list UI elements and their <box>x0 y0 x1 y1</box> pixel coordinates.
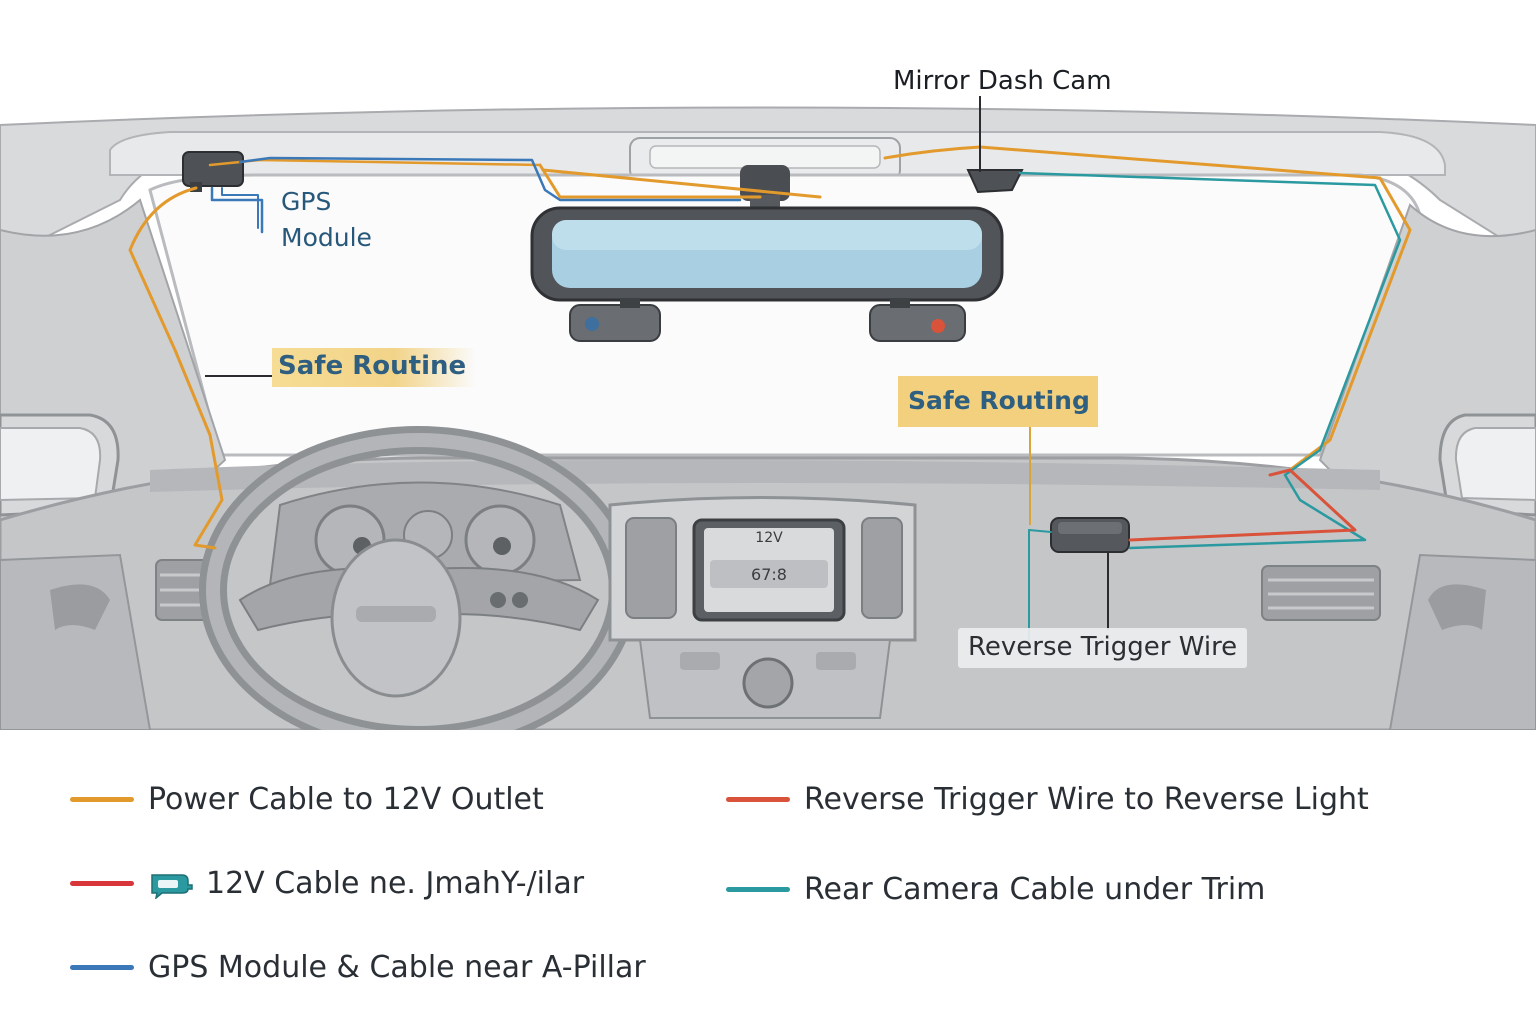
cable-connector-icon <box>151 873 193 899</box>
door-right <box>1388 553 1536 730</box>
gps-module-box <box>182 151 244 192</box>
legend-item-rear-camera: Rear Camera Cable under Trim <box>726 872 1265 907</box>
screen-12v-text: 12V <box>755 530 783 546</box>
gps-module-label-line1: GPS <box>281 187 332 216</box>
legend-swatch <box>726 887 790 892</box>
reverse-trigger-cable <box>1128 468 1357 542</box>
reverse-trigger-box <box>1050 517 1130 553</box>
center-console <box>608 496 917 719</box>
legend-label: GPS Module & Cable near A-Pillar <box>148 950 646 985</box>
gps-module-label-line2: Module <box>281 223 372 252</box>
legend-item-power-cable: Power Cable to 12V Outlet <box>70 782 544 817</box>
rearview-mirror-dash-cam <box>530 165 1004 342</box>
safe-routing-label-right: Safe Routing <box>898 376 1098 427</box>
legend-label: Reverse Trigger Wire to Reverse Light <box>804 782 1369 817</box>
legend-label: 12V Cable ne. JmahY-/ilar <box>206 866 585 901</box>
legend-label: Rear Camera Cable under Trim <box>804 872 1266 907</box>
rear-camera-cable <box>1018 171 1402 550</box>
mirror-dash-cam-label: Mirror Dash Cam <box>893 66 1112 96</box>
legend-swatch <box>70 797 134 802</box>
power-cable <box>883 145 1412 472</box>
legend-swatch <box>726 797 790 802</box>
front-camera <box>966 169 1024 194</box>
screen-readout-text: 67:8 <box>751 565 787 584</box>
volume-knob <box>742 657 794 709</box>
gps-module-label: GPS Module <box>281 184 372 256</box>
reverse-trigger-wire-label: Reverse Trigger Wire <box>958 628 1248 668</box>
power-cable-left <box>538 163 822 199</box>
legend-item-12v-cable: 12V Cable ne. JmahY-/ilar <box>70 866 584 901</box>
legend-swatch <box>70 881 134 886</box>
legend-label: Power Cable to 12V Outlet <box>148 782 544 817</box>
door-left <box>0 553 152 730</box>
safe-routing-label-left: Safe Routine <box>272 348 477 387</box>
legend-swatch <box>70 965 134 970</box>
car-interior-diagram: 12V 67:8 <box>0 96 1536 730</box>
gps-cable <box>238 156 742 202</box>
legend-item-reverse-trigger: Reverse Trigger Wire to Reverse Light <box>726 782 1369 817</box>
legend-item-gps-cable: GPS Module & Cable near A-Pillar <box>70 950 646 985</box>
